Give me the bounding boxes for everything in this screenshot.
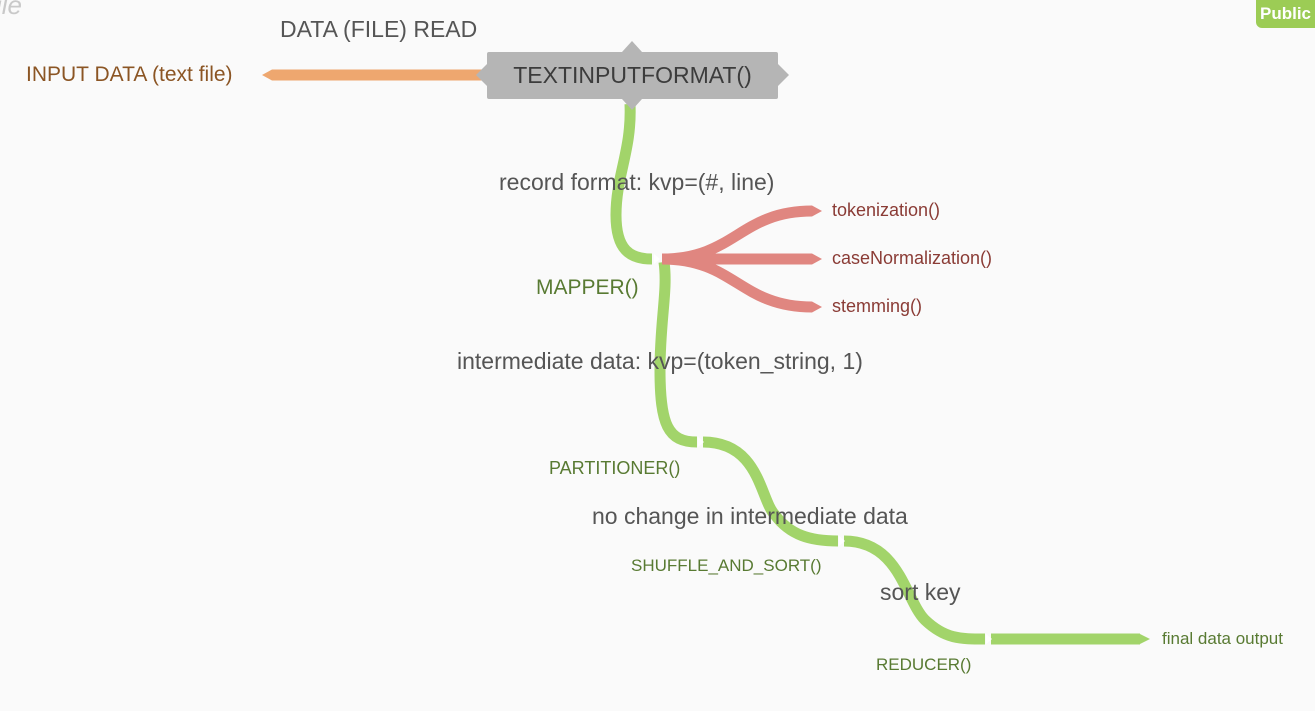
node-partitioner[interactable]: PARTITIONER() (549, 458, 681, 478)
node-final-data-output[interactable]: final data output (1162, 629, 1283, 648)
branch-to-partitioner (654, 261, 698, 448)
arrow-stemming (812, 301, 822, 313)
node-shuffle-and-sort[interactable]: SHUFFLE_AND_SORT() (631, 556, 822, 575)
central-node[interactable]: TEXTINPUTFORMAT() (487, 52, 778, 99)
arrow-tokenization (812, 205, 822, 217)
connector-notch (839, 536, 845, 546)
node-tokenization[interactable]: tokenization() (832, 200, 941, 220)
connector-notch (698, 437, 704, 447)
corner-logo-mark: ile (0, 0, 23, 20)
edge-label-no-change: no change in intermediate data (592, 503, 908, 529)
edge-label-sort-key: sort key (880, 579, 961, 605)
node-casenormalization[interactable]: caseNormalization() (832, 248, 993, 268)
central-node-right-point (778, 64, 789, 86)
central-node-top-point (622, 41, 642, 52)
arrow-final-output (1140, 634, 1150, 644)
edge-label-record-format: record format: kvp=(#, line) (499, 169, 775, 195)
arrow-casenormalization (812, 253, 822, 265)
central-node-bottom-point (622, 99, 642, 110)
public-badge[interactable]: Public (1256, 0, 1315, 28)
arrow-input-data (262, 69, 272, 81)
branch-to-shuffle (702, 436, 839, 547)
node-reducer[interactable]: REDUCER() (876, 655, 972, 674)
node-mapper[interactable]: MAPPER() (536, 276, 639, 299)
connector-notch (986, 634, 992, 644)
edge-label-intermediate-data: intermediate data: kvp=(token_string, 1) (457, 348, 863, 374)
central-node-left-point (476, 64, 487, 86)
branch-to-reducer (843, 535, 986, 645)
caption-data-file-read: DATA (FILE) READ (280, 16, 478, 42)
node-stemming[interactable]: stemming() (832, 296, 923, 316)
branch-tokenization (661, 205, 813, 265)
branch-stemming (661, 253, 813, 313)
node-input-data[interactable]: INPUT DATA (text file) (26, 63, 233, 86)
connector-notch (654, 254, 660, 264)
branch-to-mapper (610, 103, 653, 265)
